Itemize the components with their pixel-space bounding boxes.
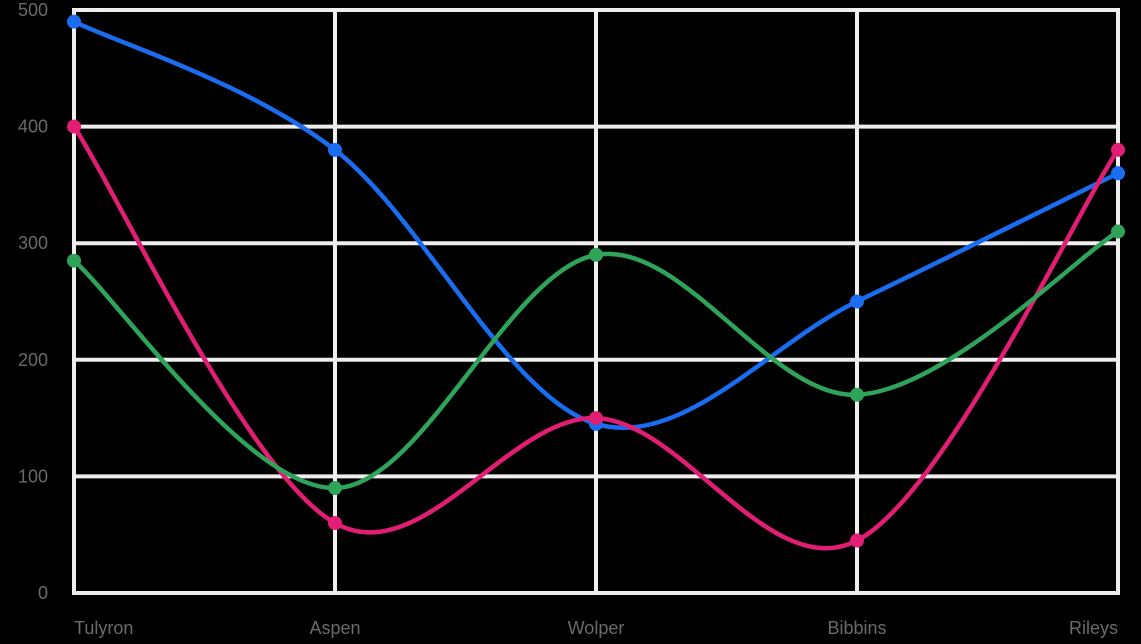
data-point-2-1 [328,481,342,496]
series-1 [67,119,1125,551]
data-point-1-0 [67,119,81,134]
series-group [67,14,1125,551]
x-tick-label: Rileys [1069,618,1118,638]
x-tick-label: Wolper [568,618,625,638]
y-axis-tick-labels: 0 100 200 300 400 500 [18,0,48,603]
y-tick-label: 500 [18,0,48,20]
grid-lines [72,8,1120,595]
y-tick-label: 200 [18,350,48,370]
data-point-0-0 [67,14,81,29]
y-tick-label: 0 [38,583,48,603]
data-point-1-1 [328,516,342,531]
x-tick-label: Tulyron [74,618,133,638]
y-tick-label: 100 [18,466,48,486]
x-tick-label: Bibbins [827,618,886,638]
data-point-1-4 [1111,142,1125,157]
data-point-2-2 [589,247,603,262]
data-point-0-1 [328,142,342,157]
data-point-2-0 [67,253,81,268]
data-point-2-4 [1111,224,1125,239]
data-point-2-3 [850,387,864,402]
y-tick-label: 400 [18,117,48,137]
data-point-0-3 [850,294,864,309]
data-point-1-3 [850,533,864,548]
data-point-0-4 [1111,166,1125,181]
x-axis-tick-labels: Tulyron Aspen Wolper Bibbins Rileys [74,618,1118,638]
series-2 [67,224,1125,496]
data-point-1-2 [589,411,603,426]
x-tick-label: Aspen [309,618,360,638]
y-tick-label: 300 [18,233,48,253]
